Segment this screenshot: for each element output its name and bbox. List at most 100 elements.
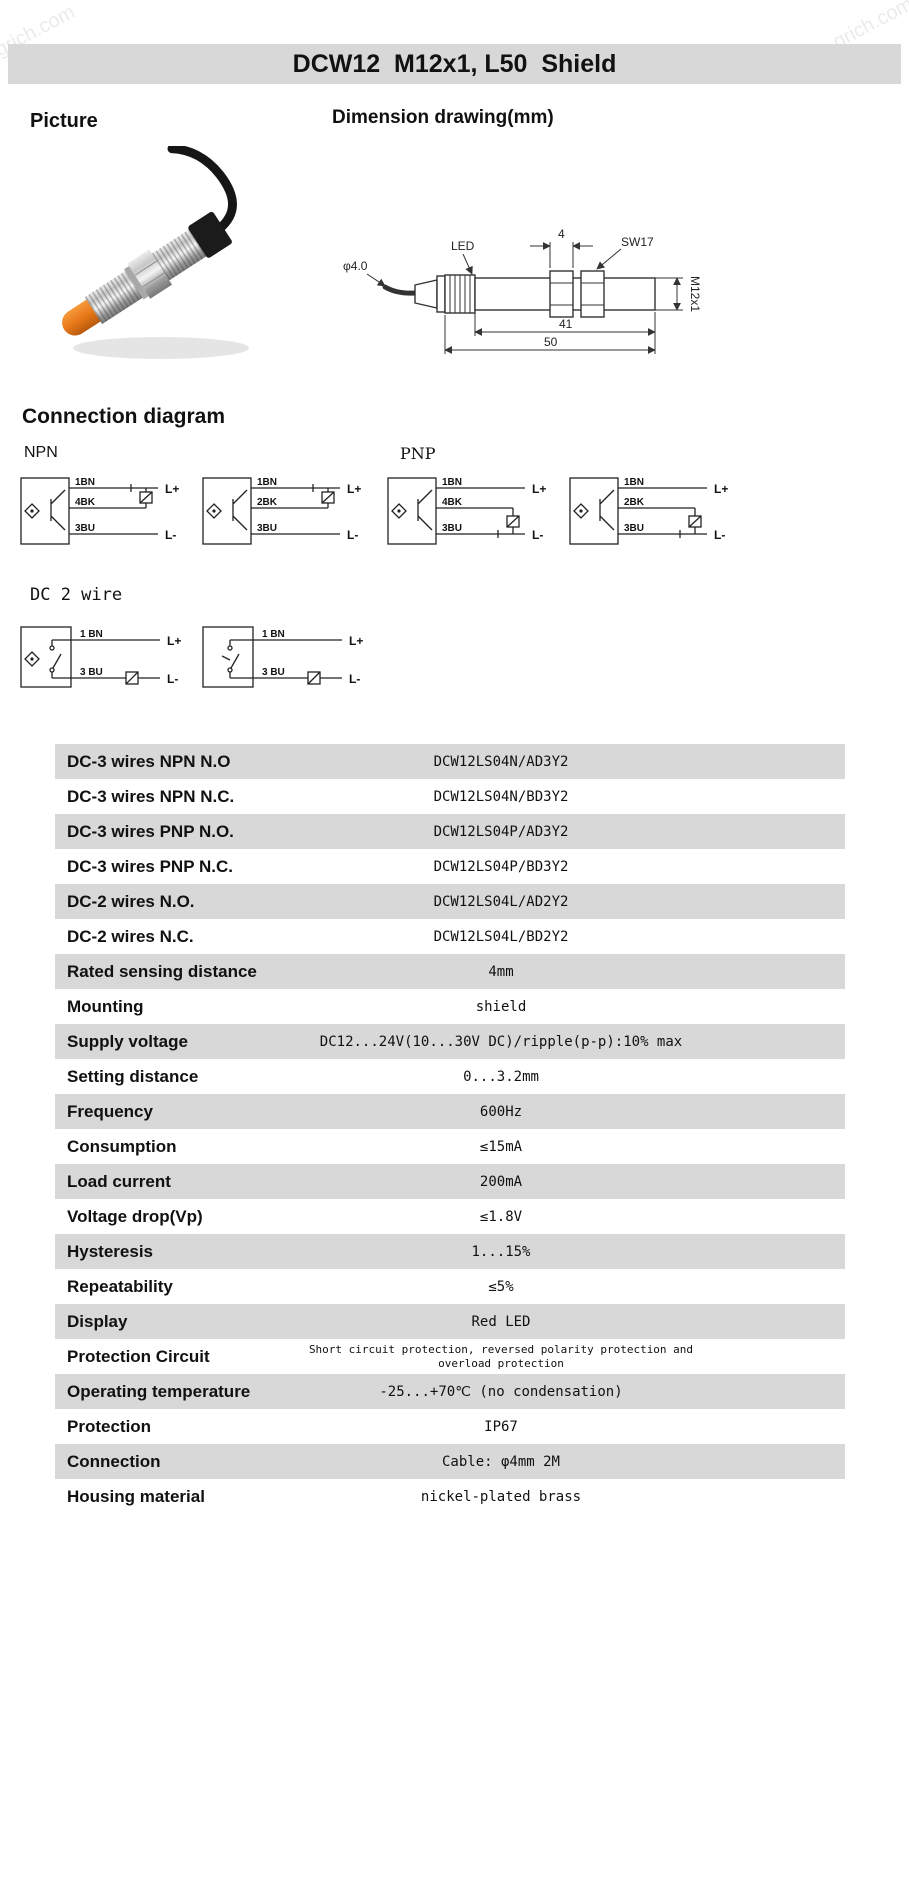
spec-value: Cable: φ4mm 2M (441, 1453, 560, 1470)
terminal-label: L- (349, 672, 360, 686)
spec-label: Consumption (67, 1136, 177, 1156)
wiring-diagram-npn-2: 1BN 2BK 3BU L+ L- (202, 477, 361, 545)
wire-label: 3BU (75, 523, 95, 534)
spec-value: DCW12LS04L/AD2Y2 (433, 893, 569, 910)
spec-label: DC-2 wires N.O. (67, 891, 195, 911)
wire-label: 1BN (442, 477, 462, 488)
spec-value: ≤1.8V (479, 1208, 523, 1225)
table-row: Hysteresis 1...15% (55, 1234, 845, 1269)
spec-label: DC-2 wires N.C. (67, 926, 194, 946)
terminal-label: L+ (347, 482, 361, 496)
terminal-label: L+ (167, 634, 181, 648)
wire-label: 1 BN (80, 629, 103, 640)
spec-label: Load current (67, 1171, 171, 1191)
table-row: DC-3 wires NPN N.C. DCW12LS04N/BD3Y2 (55, 779, 845, 814)
spec-label: DC-3 wires NPN N.C. (67, 786, 235, 806)
dim-sw17-label: SW17 (621, 235, 654, 249)
wiring-diagram-dc2-1: 1 BN 3 BU L+ L- (20, 626, 181, 688)
dim-led-label: LED (451, 239, 475, 253)
table-row: Protection IP67 (55, 1409, 845, 1444)
dim-4-label: 4 (558, 227, 565, 241)
table-row: Supply voltage DC12...24V(10...30V DC)/ri… (55, 1024, 845, 1059)
spec-value: DCW12LS04P/BD3Y2 (433, 858, 569, 875)
table-row: DC-2 wires N.C. DCW12LS04L/BD2Y2 (55, 919, 845, 954)
spec-label: Hysteresis (67, 1241, 154, 1261)
terminal-label: L+ (532, 482, 546, 496)
spec-value: 0...3.2mm (463, 1068, 539, 1085)
table-row: Connection Cable: φ4mm 2M (55, 1444, 845, 1479)
table-row: Voltage drop(Vp) ≤1.8V (55, 1199, 845, 1234)
spec-value: DCW12LS04N/BD3Y2 (433, 788, 569, 805)
spec-label: Repeatability (67, 1276, 173, 1296)
sensor-cap (188, 211, 232, 258)
spec-value: Red LED (471, 1313, 531, 1330)
wire-label: 3 BU (262, 667, 285, 678)
wire-label: 3 BU (80, 667, 103, 678)
terminal-label: L- (165, 528, 176, 542)
spec-label: Frequency (67, 1101, 153, 1121)
wire-label: 3BU (442, 523, 462, 534)
table-row: Operating temperature -25...+70℃ (no cond… (55, 1374, 845, 1409)
dim-41-label: 41 (559, 317, 573, 331)
product-photo (62, 146, 249, 359)
table-row: Consumption ≤15mA (55, 1129, 845, 1164)
sensor-hex-nut (127, 249, 173, 299)
terminal-label: L+ (714, 482, 728, 496)
table-row: Protection Circuit Short circuit protecti… (55, 1339, 845, 1374)
spec-value: ≤5% (488, 1278, 514, 1295)
wire-label: 3BU (257, 523, 277, 534)
spec-value: DC12...24V(10...30V DC)/ripple(p-p):10% … (319, 1033, 683, 1050)
spec-label: Operating temperature (67, 1381, 251, 1401)
sensor-cable (167, 146, 237, 234)
spec-value: IP67 (484, 1418, 518, 1435)
spec-value: ≤15mA (479, 1138, 523, 1155)
spec-value: 200mA (479, 1173, 523, 1190)
spec-label: Supply voltage (67, 1031, 188, 1051)
table-row: Frequency 600Hz (55, 1094, 845, 1129)
spec-label: DC-3 wires PNP N.O. (67, 821, 234, 841)
spec-value: 1...15% (471, 1243, 531, 1260)
wire-label: 3BU (624, 523, 644, 534)
spec-label: Protection Circuit (67, 1346, 210, 1366)
wire-label: 2BK (257, 497, 278, 508)
spec-label: Setting distance (67, 1066, 199, 1086)
table-row: Repeatability ≤5% (55, 1269, 845, 1304)
spec-value: shield (475, 998, 527, 1015)
wire-label: 2BK (624, 497, 645, 508)
wire-label: 1BN (257, 477, 277, 488)
table-row: DC-3 wires PNP N.O.DCW12LS04P/AD3Y2 (55, 814, 845, 849)
wire-label: 1BN (624, 477, 644, 488)
spec-label: Protection (67, 1416, 152, 1436)
connection-section-label: Connection diagram (22, 405, 226, 428)
spec-label: DC-3 wires NPN N.O (67, 751, 231, 771)
terminal-label: L- (347, 528, 358, 542)
wiring-diagram-npn-1: 1BN 4BK 3BU L+ L- (20, 477, 179, 545)
dimension-drawing: φ4.0 LED 4 SW17 M12x1 41 50 (343, 227, 702, 354)
table-row: DC-3 wires PNP N.C.DCW12LS04P/BD3Y2 (55, 849, 845, 884)
spec-value: Short circuit protection, reversed polar… (308, 1342, 694, 1370)
dim-phi-label: φ4.0 (343, 259, 368, 273)
spec-label: Voltage drop(Vp) (67, 1206, 203, 1226)
wiring-diagram-pnp-2: 1BN 2BK 3BU L+ L- (569, 477, 728, 545)
dimension-section-label: Dimension drawing(mm) (332, 107, 554, 128)
spec-value: -25...+70℃ (no condensation) (379, 1383, 623, 1400)
page-title: DCW12 M12x1, L50 Shield (8, 44, 901, 84)
picture-section-label: Picture (30, 110, 98, 132)
spec-value: DCW12LS04L/BD2Y2 (433, 928, 569, 945)
spec-label: Connection (67, 1451, 161, 1471)
spec-value: nickel-plated brass (420, 1488, 582, 1505)
dim-m12-label: M12x1 (688, 276, 702, 312)
terminal-label: L+ (165, 482, 179, 496)
pnp-label: PNP (400, 444, 436, 463)
spec-value: 600Hz (479, 1103, 523, 1120)
wire-label: 1BN (75, 477, 95, 488)
wire-label: 4BK (75, 497, 96, 508)
terminal-label: L- (714, 528, 725, 542)
